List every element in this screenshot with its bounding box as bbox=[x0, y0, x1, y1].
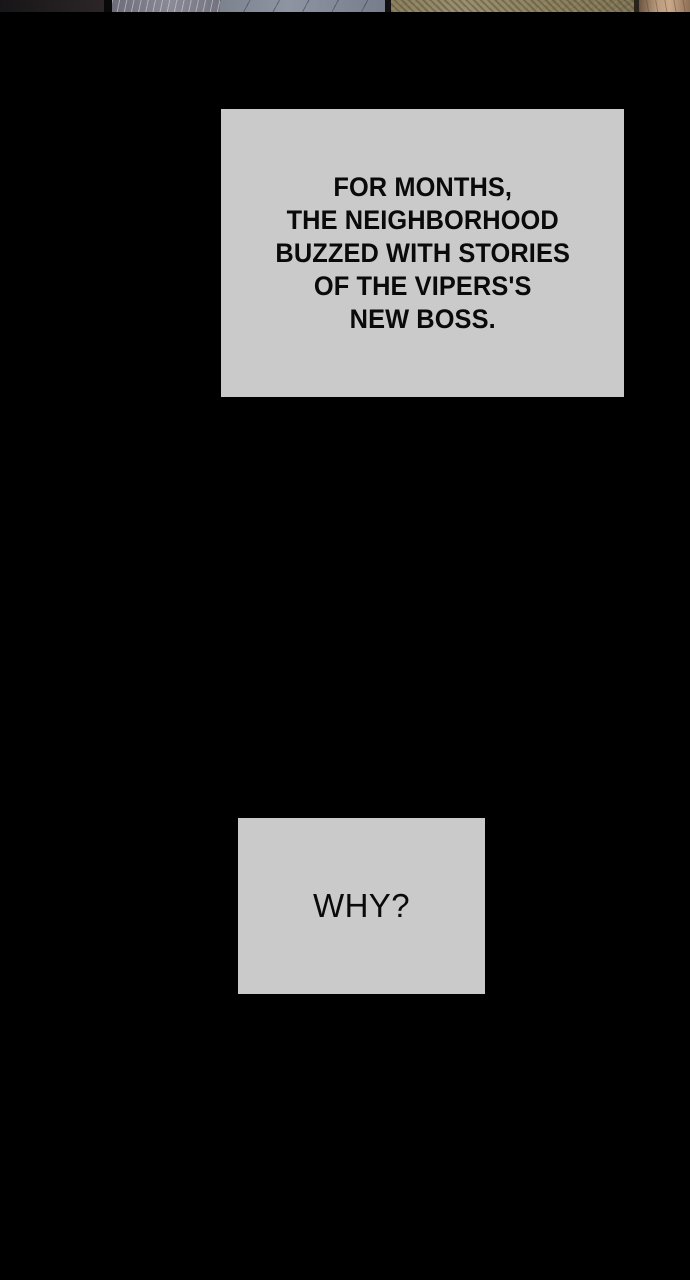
artwork-strip-previous-panel bbox=[0, 0, 690, 12]
art-segment-panel-gap bbox=[385, 0, 391, 12]
art-segment-dark-background bbox=[0, 0, 104, 12]
art-segment-character-clothing bbox=[220, 0, 390, 12]
caption-box-narration: FOR MONTHS, THE NEIGHBORHOOD BUZZED WITH… bbox=[221, 109, 624, 397]
art-segment-ground-shadow bbox=[634, 0, 639, 12]
art-segment-panel-divider bbox=[104, 0, 112, 12]
caption-box-why: WHY? bbox=[238, 818, 485, 994]
caption-narration-text: FOR MONTHS, THE NEIGHBORHOOD BUZZED WITH… bbox=[275, 171, 570, 334]
caption-why-text: WHY? bbox=[313, 887, 410, 924]
art-segment-character-hair bbox=[112, 0, 220, 12]
art-segment-dirt-ground-texture bbox=[391, 0, 634, 12]
art-segment-warm-figure bbox=[639, 0, 690, 12]
